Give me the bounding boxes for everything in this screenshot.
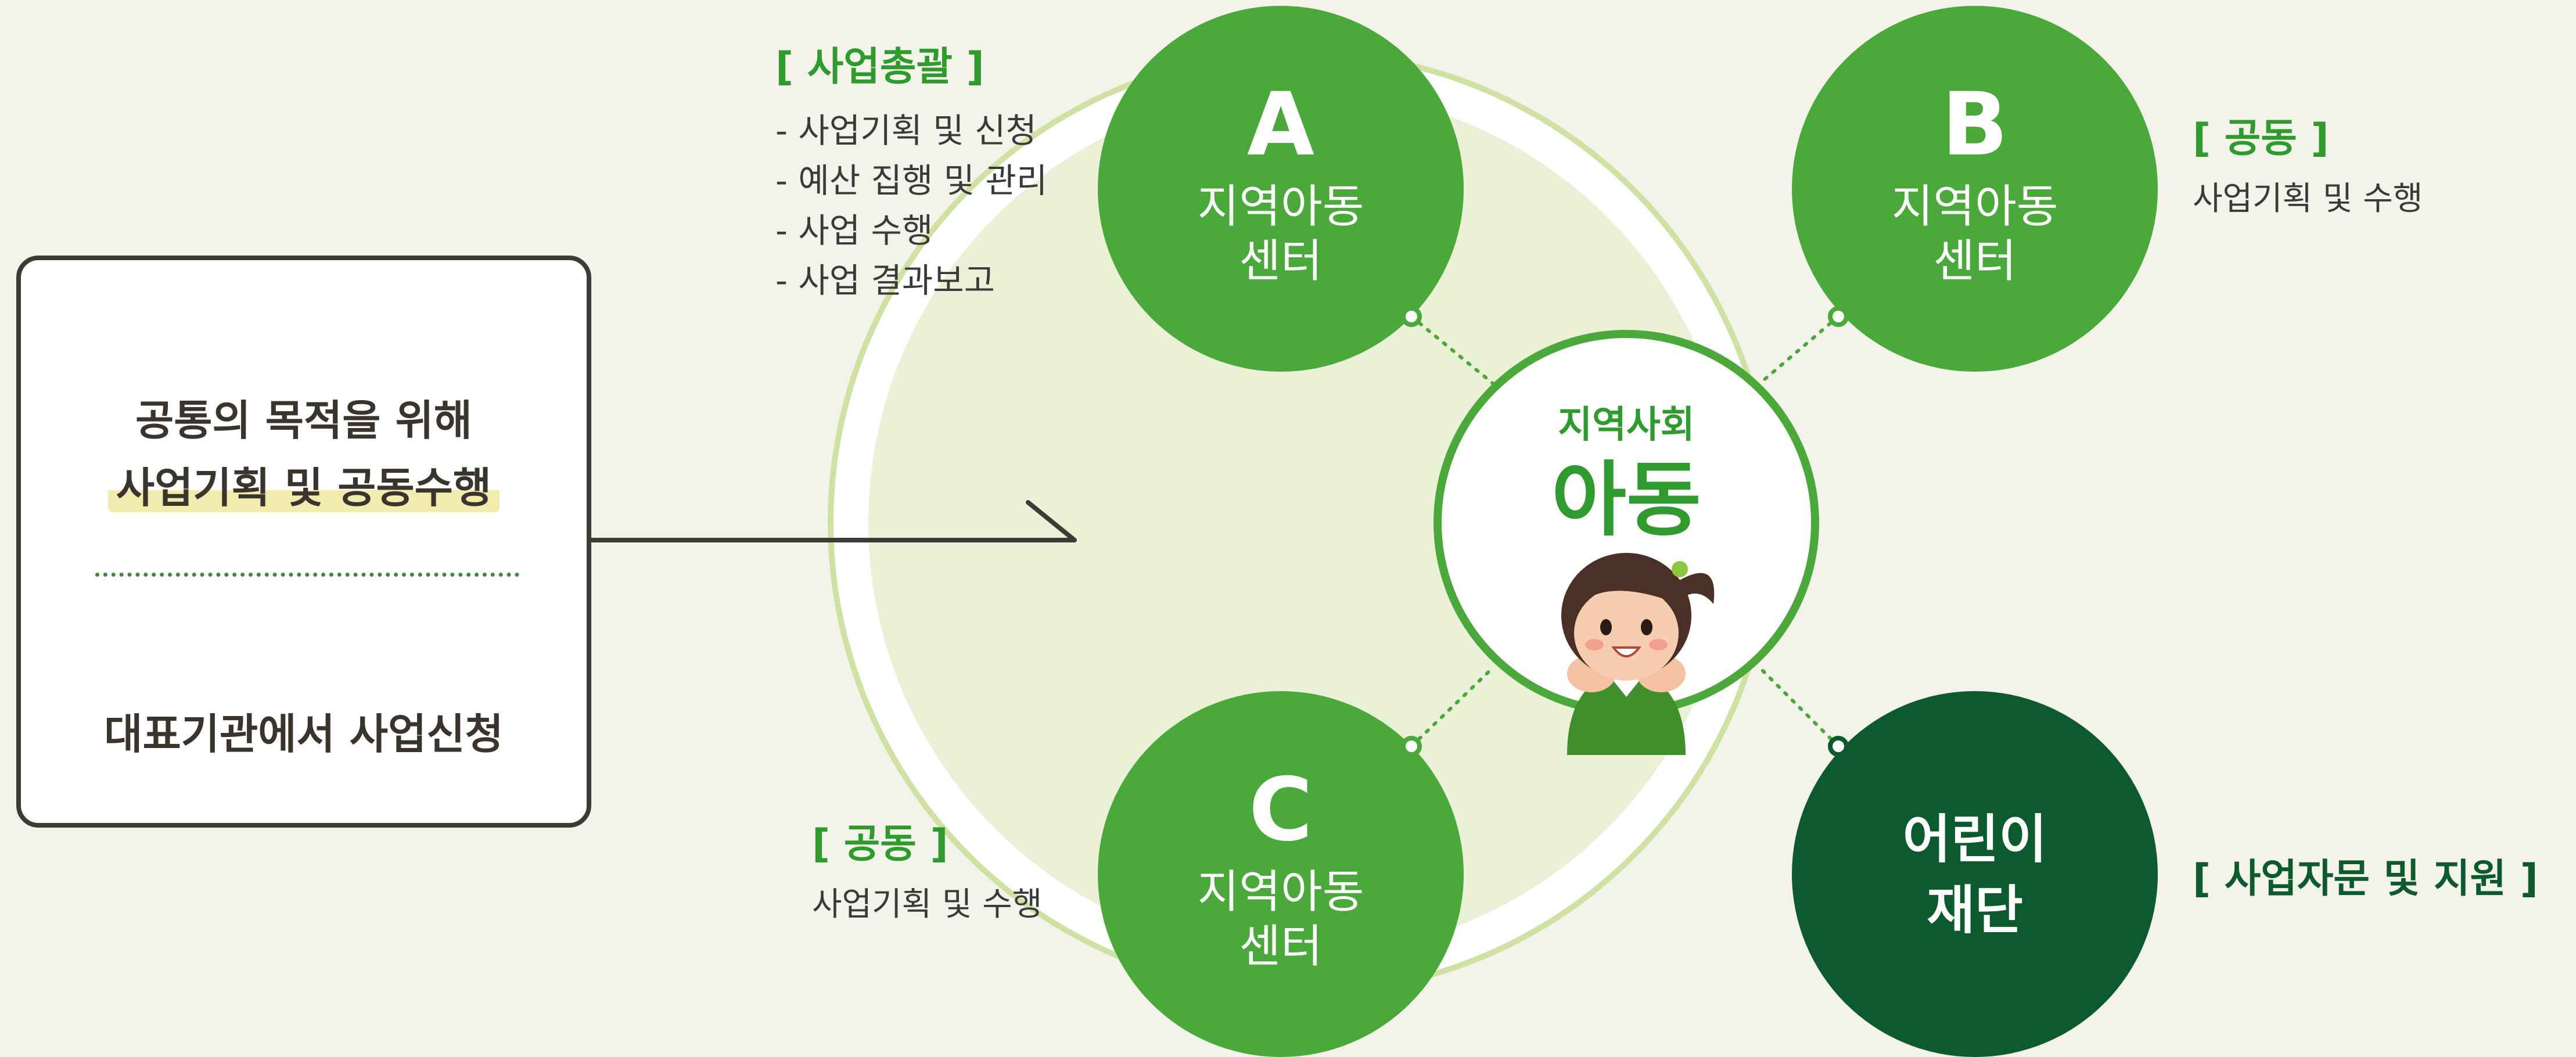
info-b-desc: 사업기획 및 수행 (2193, 180, 2423, 218)
circle-a-letter: A (1246, 74, 1315, 175)
foundation-labels: 어린이 재단 (1792, 804, 2158, 945)
circle-a-labels: A 지역아동 센터 (1098, 81, 1464, 289)
center-hub-big: 아동 (1551, 453, 1701, 548)
box-line-apply: 대표기관에서 사업신청 (104, 710, 504, 758)
circle-a (1098, 6, 1464, 372)
info-a-item-1: - 사업기획 및 신청 (775, 111, 1037, 150)
box-line-joint: 사업기획 및 공동수행 (21, 463, 587, 512)
info-a-tag: [ 사업총괄 ] (775, 44, 985, 90)
child-illustration-icon (1561, 553, 1715, 755)
connector-lines (1410, 315, 1840, 748)
box-line-joint-highlight: 사업기획 및 공동수행 (107, 463, 500, 512)
circle-b-letter: B (1941, 74, 2009, 175)
info-c-desc: 사업기획 및 수행 (812, 886, 1043, 923)
foundation-name-1: 어린이 (1902, 809, 2047, 870)
circle-c-name-1: 지역아동 (1197, 866, 1364, 918)
info-foundation-tag: [ 사업자문 및 지원 ] (2193, 856, 2538, 902)
circle-c-name-2: 센터 (1239, 920, 1323, 973)
arrow-icon (587, 500, 1077, 542)
connector-foundation (1758, 666, 1840, 748)
info-b: [ 공동 ] 사업기획 및 수행 (2193, 119, 2423, 215)
left-summary-box: 공통의 목적을 위해 사업기획 및 공동수행 대표기관에서 사업신청 (16, 256, 591, 828)
connector-nodes (1401, 306, 1849, 757)
circle-c-labels: C 지역아동 센터 (1098, 767, 1464, 974)
info-c-tag: [ 공동 ] (812, 821, 949, 867)
node-c (1401, 736, 1422, 757)
connector-a (1410, 315, 1494, 385)
circle-b (1792, 6, 2158, 372)
connector-b (1758, 315, 1840, 385)
node-a (1401, 306, 1422, 327)
circle-a-name-2: 센터 (1239, 235, 1323, 287)
circle-c-letter: C (1248, 760, 1313, 861)
circle-b-name-2: 센터 (1933, 235, 2017, 287)
info-a-item-4: - 사업 결과보고 (775, 261, 995, 300)
circle-b-name-1: 지역아동 (1891, 181, 2058, 233)
node-b (1828, 306, 1849, 327)
box-divider (95, 573, 519, 577)
center-hub-labels: 지역사회 아동 (1487, 407, 1766, 541)
info-a-item-2: - 예산 집행 및 관리 (775, 161, 1048, 200)
node-foundation (1828, 736, 1849, 757)
info-c: [ 공동 ] 사업기획 및 수행 (812, 825, 1042, 921)
connector-c (1410, 666, 1494, 748)
circle-b-labels: B 지역아동 센터 (1792, 81, 2158, 289)
circle-c (1098, 691, 1464, 1057)
info-a-item-3: - 사업 수행 (775, 211, 933, 250)
circle-a-name-1: 지역아동 (1197, 181, 1364, 233)
info-a: [ 사업총괄 ] - 사업기획 및 신청 - 예산 집행 및 관리 - 사업 수… (775, 44, 1048, 300)
inner-disc (868, 90, 1734, 955)
info-foundation: [ 사업자문 및 지원 ] (2193, 860, 2538, 899)
center-hub-small: 지역사회 (1558, 404, 1695, 447)
foundation-name-2: 재단 (1927, 879, 2023, 941)
circle-foundation (1792, 691, 2158, 1057)
box-line-purpose: 공통의 목적을 위해 (135, 396, 473, 445)
info-b-tag: [ 공동 ] (2193, 116, 2329, 161)
